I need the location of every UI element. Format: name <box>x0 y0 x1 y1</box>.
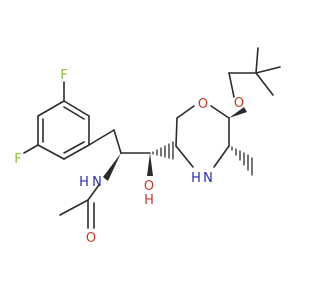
bond-cq-me2 <box>255 66 281 74</box>
bond <box>63 100 90 117</box>
bond <box>175 117 178 147</box>
bond-ch2-calpha <box>113 129 122 154</box>
bond-n-ring-c <box>175 145 194 168</box>
structure-svg: F F N H O O H O O N H <box>14 47 281 246</box>
amide-n-label: N <box>92 175 102 190</box>
bond-ring-ch2 <box>88 129 115 146</box>
fluorine-left-label: F <box>14 152 21 167</box>
bond <box>37 100 65 117</box>
carbonyl-o-label: O <box>86 231 96 246</box>
double-bond-inner <box>63 141 85 154</box>
difluorophenyl-ring <box>37 100 90 160</box>
amide-h-label: H <box>79 175 89 190</box>
morpholine-ring <box>175 105 230 168</box>
wedge-bond-ether <box>229 107 247 118</box>
bond-acetyl-methyl <box>59 199 89 216</box>
bond <box>63 144 90 160</box>
bond-c-f-left <box>23 144 39 154</box>
fluorine-top-label: F <box>60 68 67 83</box>
double-bond-inner <box>63 106 85 120</box>
bond <box>37 144 65 160</box>
wedge-bond-oh <box>147 153 153 176</box>
hashed-bond-cbeta-c3 <box>152 141 174 160</box>
ring-h-label: H <box>191 171 201 186</box>
molecule-diagram: F F N H O O H O O N H <box>14 47 281 246</box>
bond-c-o-ring <box>176 105 195 119</box>
hashed-bond-methyl <box>231 146 253 176</box>
bond-cq-me1 <box>255 47 259 74</box>
ring-n-label: N <box>203 171 213 186</box>
hydroxyl-h-label: H <box>144 193 154 208</box>
wedge-bond-n <box>103 153 121 181</box>
hydroxyl-o-label: O <box>144 179 154 194</box>
bond-o-ch2 <box>228 72 235 98</box>
ring-o-label: O <box>198 97 208 112</box>
bond-o-ring-c <box>210 105 230 119</box>
ether-o-label: O <box>234 96 244 111</box>
bond-cq-me3 <box>255 72 274 96</box>
bond-c-n-ring <box>213 145 230 168</box>
bond-n-carbonyl <box>87 184 100 201</box>
